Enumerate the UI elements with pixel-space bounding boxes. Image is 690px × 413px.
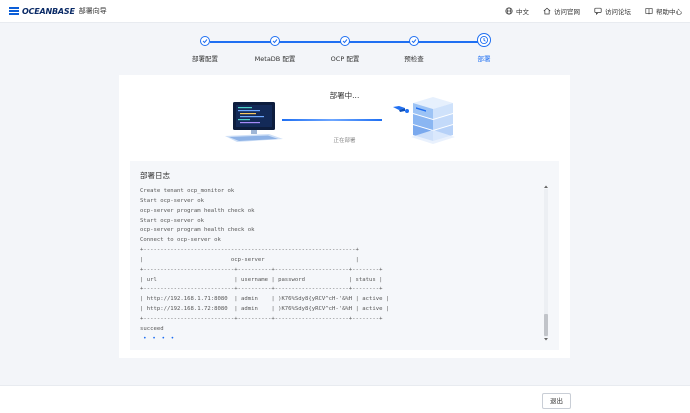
server-illustration: [393, 97, 455, 144]
check-icon: [411, 39, 417, 44]
step-label-precheck: 预检查: [404, 55, 424, 63]
language-label: 中文: [516, 8, 529, 16]
log-line: Connect to ocp-server ok: [140, 237, 221, 244]
step-label-deploy: 部署: [477, 55, 491, 63]
help-center-link[interactable]: 帮助中心: [645, 6, 682, 16]
clock-icon: [479, 35, 488, 44]
deploy-status-text: 正在部署: [333, 138, 356, 144]
log-line: +---------------------------+----------+…: [140, 266, 383, 273]
scroll-down-arrow-icon[interactable]: [543, 337, 549, 342]
app-header: OCEANBASE 部署向导 中文 访问官网 访问论坛 帮助中心: [0, 0, 690, 23]
app-subtitle: 部署向导: [78, 7, 107, 15]
log-line: | http://192.168.1.71:8080 | admin | )K7…: [140, 296, 390, 303]
language-switch[interactable]: 中文: [505, 6, 529, 16]
book-icon: [645, 8, 653, 15]
scrollbar-track[interactable]: [544, 189, 548, 337]
scroll-up-arrow-icon[interactable]: [543, 184, 549, 189]
log-line: | http://192.168.1.72:8080 | admin | )K7…: [140, 306, 390, 313]
step-deploy-config: [200, 36, 210, 46]
log-line: +---------------------------------------…: [140, 247, 359, 254]
step-label-deploy-config: 部署配置: [192, 55, 218, 63]
log-line: | url | username | password | status |: [140, 276, 383, 283]
oceanbase-logo-icon: [9, 7, 19, 15]
log-line: ocp-server program health check ok: [140, 207, 255, 214]
step-label-ocp-config: OCP 配置: [330, 55, 360, 63]
loading-dots: • • • •: [143, 334, 176, 342]
help-center-label: 帮助中心: [656, 8, 682, 16]
log-line: +---------------------------+----------+…: [140, 286, 383, 293]
oceanbase-logo: OCEANBASE 部署向导: [9, 5, 107, 17]
log-line: | ocp-server |: [140, 256, 359, 263]
deploy-log-title: 部署日志: [140, 171, 170, 180]
check-icon: [202, 39, 208, 44]
step-label-metadb-config: MetaDB 配置: [254, 55, 296, 63]
log-line: +---------------------------+----------+…: [140, 315, 383, 322]
log-line: ocp-server program health check ok: [140, 227, 255, 234]
computer-illustration: [225, 102, 283, 142]
deploy-progress-line: [282, 119, 382, 121]
log-line: Create tenant ocp_monitor ok: [140, 188, 235, 194]
log-line: succeed: [140, 325, 164, 332]
step-precheck: [409, 36, 419, 46]
step-ocp-config: [340, 36, 350, 46]
globe-icon: [505, 7, 513, 15]
check-icon: [272, 39, 278, 44]
wizard-steps: 部署配置 MetaDB 配置 OCP 配置 预检查 部署: [0, 33, 690, 63]
forum-icon: [594, 7, 602, 15]
deploy-title: 部署中...: [329, 91, 360, 100]
deploy-card: 部署中... 正在部署 部署日志 Create tenant ocp_m: [119, 75, 570, 358]
step-deploy: [477, 33, 491, 47]
deploy-log-panel: 部署日志 Create tenant ocp_monitor ok Start …: [130, 161, 559, 350]
deploy-log-content[interactable]: Create tenant ocp_monitor ok Start ocp-s…: [140, 187, 545, 345]
home-icon: [543, 7, 551, 15]
visit-forum-label: 访问论坛: [605, 8, 631, 16]
visit-forum-link[interactable]: 访问论坛: [594, 6, 631, 16]
log-line: Start ocp-server ok: [140, 217, 204, 224]
visit-website-label: 访问官网: [554, 8, 580, 16]
log-line: Start ocp-server ok: [140, 197, 204, 204]
log-scrollbar[interactable]: [543, 184, 549, 342]
footer-bar: 退出: [0, 385, 690, 413]
exit-button[interactable]: 退出: [542, 393, 571, 409]
check-icon: [342, 39, 348, 44]
header-nav: 中文 访问官网 访问论坛 帮助中心: [505, 6, 682, 16]
visit-website-link[interactable]: 访问官网: [543, 6, 580, 16]
scrollbar-thumb[interactable]: [544, 314, 548, 336]
step-metadb-config: [270, 36, 280, 46]
brand-name: OCEANBASE: [22, 6, 75, 16]
